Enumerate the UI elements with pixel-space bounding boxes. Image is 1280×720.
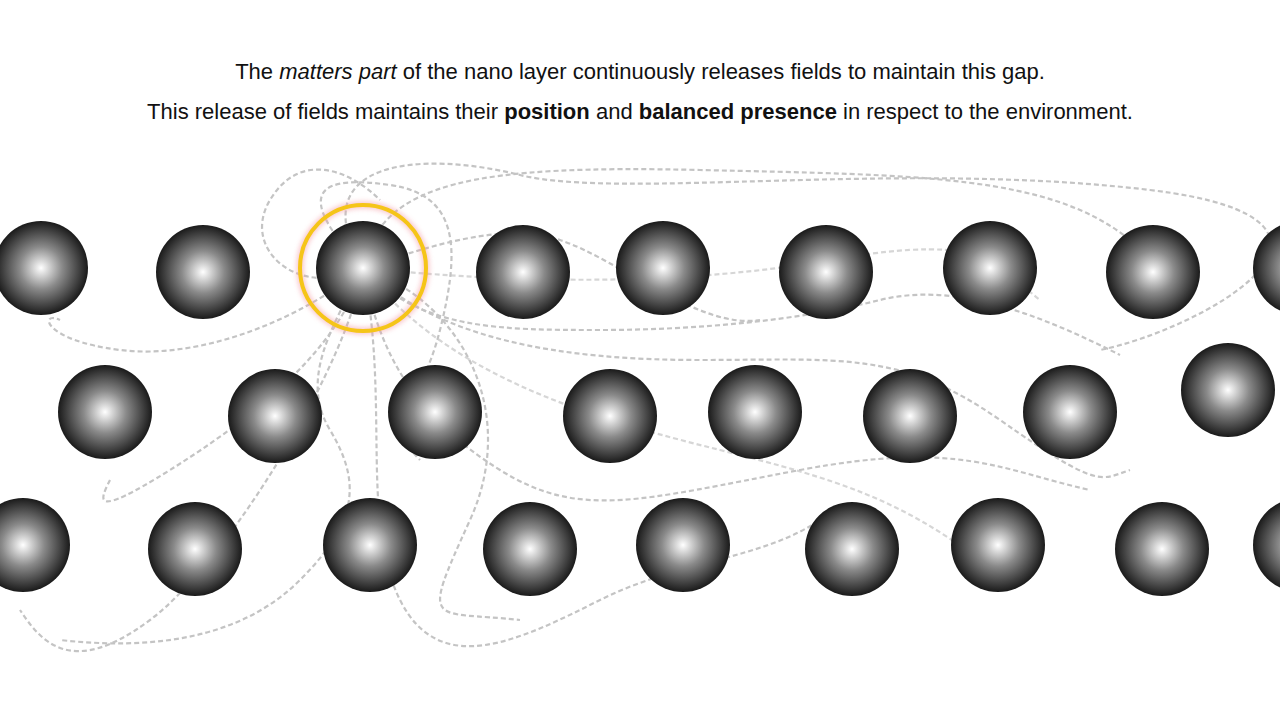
particle [779, 225, 873, 319]
particles [0, 221, 1280, 596]
particle [708, 365, 802, 459]
particle [616, 221, 710, 315]
particle [323, 498, 417, 592]
particle [148, 502, 242, 596]
caption-text: This release of fields maintains their [147, 99, 498, 124]
text-line: This release of fields maintains theirpo… [0, 99, 1280, 125]
particle [636, 498, 730, 592]
particle [1106, 225, 1200, 319]
highlight-ring [300, 205, 426, 331]
particle [156, 225, 250, 319]
caption-text: of the nano layer continuously releases … [403, 59, 1045, 84]
field-lines [20, 164, 1271, 652]
particle [316, 221, 410, 315]
particle [943, 221, 1037, 315]
caption-text: and [596, 99, 633, 124]
particle [951, 498, 1045, 592]
particle [1253, 498, 1280, 592]
particle [58, 365, 152, 459]
particle [388, 365, 482, 459]
caption-text: in respect to the environment. [843, 99, 1133, 124]
particle [0, 221, 88, 315]
text-line: Thematters part of the nano layer continu… [0, 59, 1280, 85]
italic-text: matters part [279, 59, 396, 84]
particle [1023, 365, 1117, 459]
particle [1115, 502, 1209, 596]
particle [0, 498, 70, 592]
emphasis-text: position [504, 99, 590, 124]
particle [863, 369, 957, 463]
particle [483, 502, 577, 596]
particle [1181, 343, 1275, 437]
caption-text: The [235, 59, 273, 84]
particle [805, 502, 899, 596]
particle [476, 225, 570, 319]
particle [228, 369, 322, 463]
emphasis-text: balanced presence [639, 99, 837, 124]
particle [1253, 221, 1280, 315]
highlight-glow [300, 205, 426, 331]
particle [563, 369, 657, 463]
